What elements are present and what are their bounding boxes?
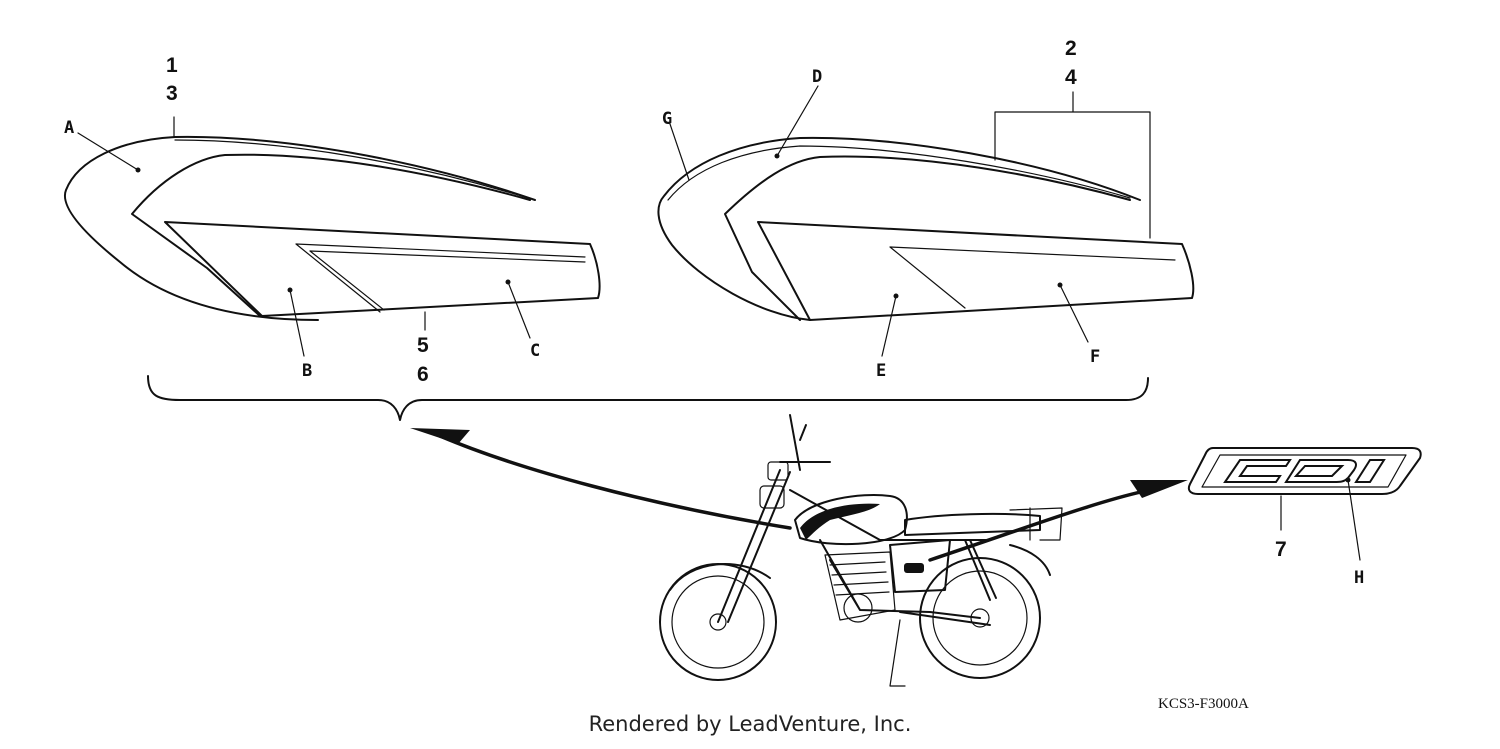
label-E: E [876,361,886,381]
credit-line: Rendered by LeadVenture, Inc. [588,712,912,736]
leader-lines [77,85,1361,561]
arrow-to-tank [410,428,792,530]
bracket-2-4 [994,91,1151,239]
label-A: A [64,118,74,138]
label-G: G [662,109,672,129]
callout-2: 2 [1065,37,1077,60]
callout-3: 3 [166,82,178,105]
label-H: H [1354,568,1364,588]
motorcycle-illustration [659,414,1063,687]
label-B: B [302,361,312,381]
callout-1: 1 [166,54,178,77]
callout-7: 7 [1275,538,1287,561]
cdi-emblem[interactable] [1187,447,1422,495]
label-D: D [812,67,822,87]
callout-5: 5 [417,334,429,357]
left-tank-decal[interactable] [63,135,601,321]
callout-6: 6 [417,363,429,386]
right-tank-decal[interactable] [657,136,1195,321]
arrow-to-emblem [928,480,1188,562]
label-C: C [530,341,540,361]
grouping-brace [147,375,1149,421]
drawing-code: KCS3-F3000A [1158,696,1249,712]
cdi-letters [1223,459,1386,483]
label-F: F [1090,347,1100,367]
callout-4: 4 [1065,66,1077,89]
